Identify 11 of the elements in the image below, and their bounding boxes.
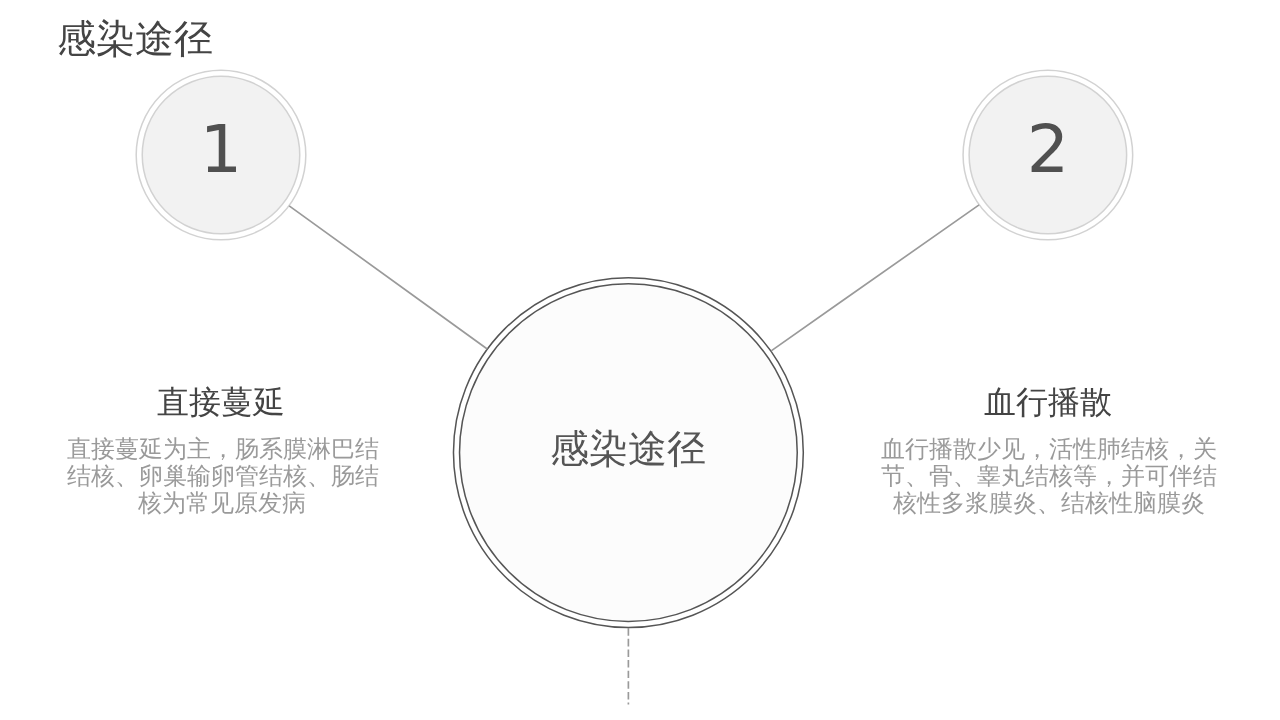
node-label: 血行播散 [983, 382, 1112, 420]
diagram-title: 感染途径 [56, 14, 213, 61]
node-circle: 1 [134, 69, 307, 241]
node-label: 直接蔓延为主，肠系膜淋巴结结核、卵巢输卵管结核、肠结核为常见原发病 [66, 434, 379, 518]
connector [769, 204, 980, 352]
connector [627, 627, 629, 706]
node-label: 血行播散少见，活性肺结核，关节、骨、睾丸结核等，并可伴结核性多浆膜炎、结核性脑膜炎 [880, 434, 1217, 518]
node-circle: 感染途径 [452, 276, 804, 629]
connector [287, 205, 488, 350]
node-label: 直接蔓延 [156, 382, 285, 420]
node-circle: 2 [961, 69, 1133, 241]
